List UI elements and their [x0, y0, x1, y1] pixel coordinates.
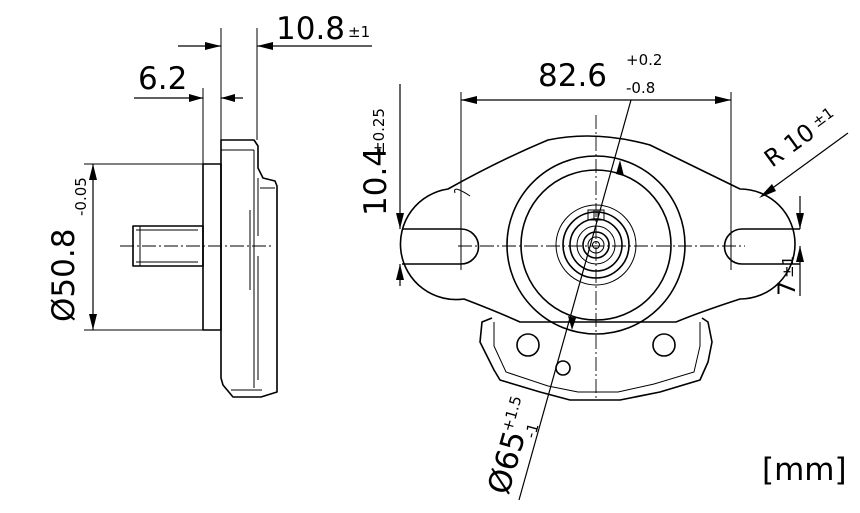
body-diameter-value: Ø65 [481, 427, 533, 498]
side-view: 10.8 ±1 6.2 Ø50.8 -0.05 [46, 11, 372, 398]
slot-left [402, 228, 480, 265]
mount-spacing-tol-upper: +0.2 [626, 51, 662, 69]
slot-depth-value: 7 [773, 281, 801, 296]
ear-radius-value: R 10 [759, 118, 820, 173]
lower-block [479, 317, 713, 401]
pilot-diameter-value: Ø50.8 [46, 229, 82, 322]
dim-ear-radius: R 10 ±1 [759, 104, 849, 198]
flange-length-tol: ±1 [348, 23, 370, 41]
flange [220, 139, 278, 398]
body-diameter-tol-lower: -1 [521, 421, 542, 440]
front-view: 82.6 +0.2 -0.8 10.4 ±0.25 R 10 ±1 [358, 51, 849, 501]
body-diameter-tol-upper: +1.5 [498, 394, 525, 434]
slot-width-value: 10.4 [358, 147, 394, 216]
flange-length-value: 10.8 [276, 11, 345, 47]
pilot-length-value: 6.2 [138, 61, 187, 97]
slot-depth-tol: ±1 [779, 256, 797, 278]
dim-flange-length: 10.8 ±1 [178, 11, 372, 140]
dim-slot-width: 10.4 ±0.25 [358, 84, 404, 286]
mount-spacing-value: 82.6 [538, 58, 607, 94]
mount-spacing-tol-lower: -0.8 [626, 79, 655, 97]
slot-right [723, 228, 800, 265]
dim-slot-depth: 7 ±1 [773, 196, 804, 296]
slot-width-tol: ±0.25 [370, 108, 388, 154]
unit-label: [mm] [762, 452, 847, 488]
pilot [202, 163, 222, 331]
dim-pilot-length: 6.2 [134, 61, 243, 164]
front-flange [399, 135, 796, 323]
pilot-diameter-tol: -0.05 [72, 177, 90, 216]
ear-radius-tol: ±1 [809, 104, 837, 132]
dim-mount-spacing: 82.6 +0.2 -0.8 [460, 51, 732, 270]
dim-pilot-diameter: Ø50.8 -0.05 [46, 163, 203, 331]
